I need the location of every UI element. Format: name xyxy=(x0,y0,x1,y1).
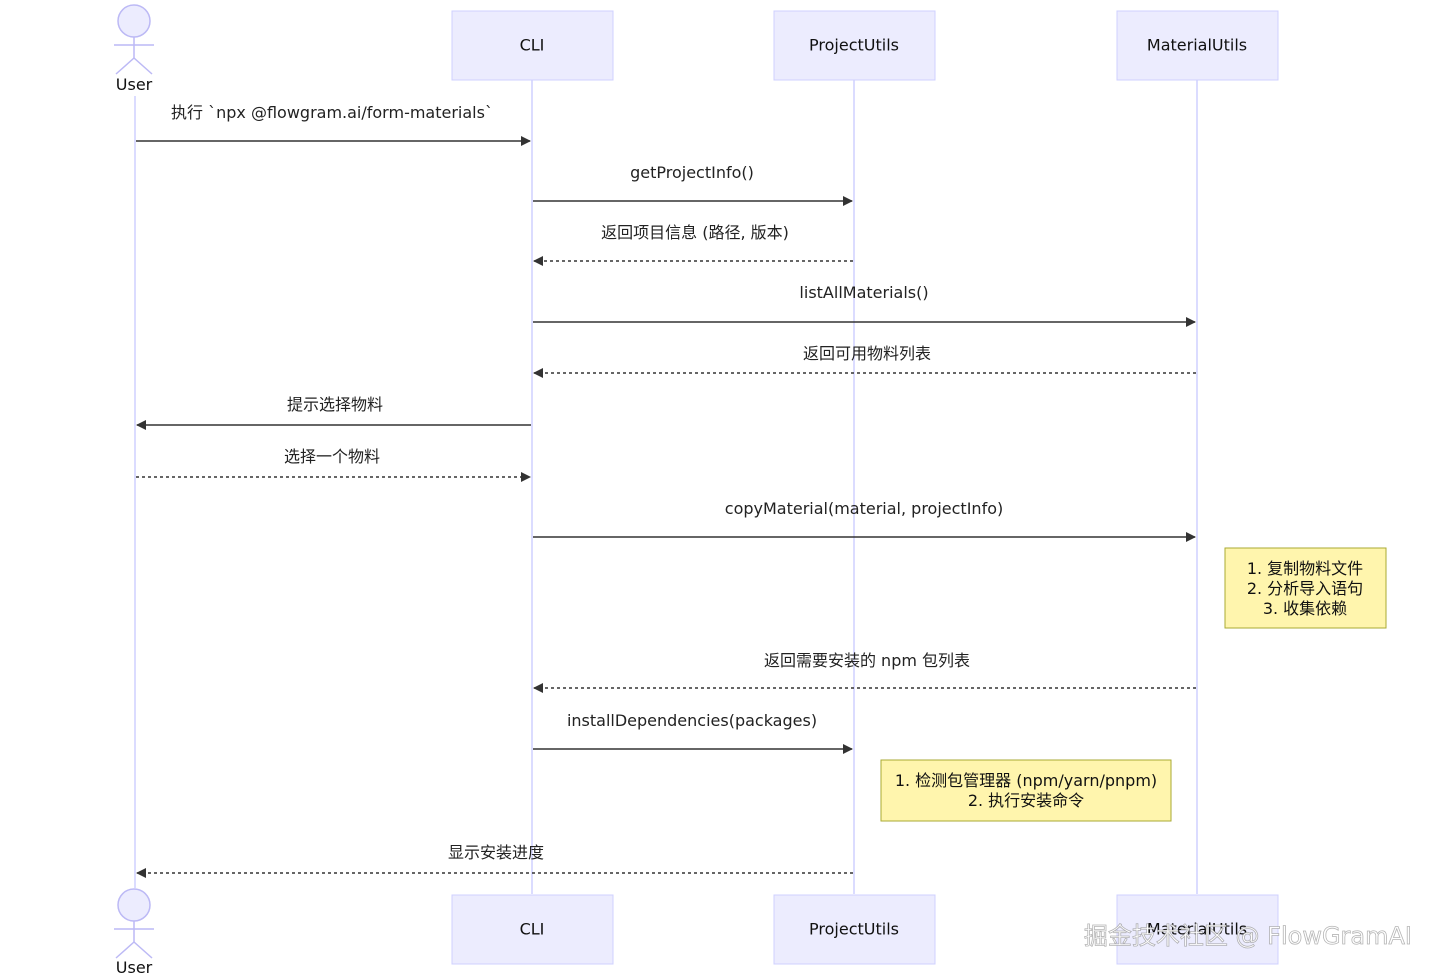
message-label: 选择一个物料 xyxy=(284,447,380,466)
message-label: 显示安装进度 xyxy=(448,843,544,862)
actor-label: User xyxy=(116,958,153,976)
message-2: getProjectInfo() xyxy=(533,163,853,206)
note-box xyxy=(1224,547,1387,629)
message-7: 选择一个物料 xyxy=(136,447,531,482)
actor-user-top: User xyxy=(114,4,154,94)
participant-box xyxy=(773,894,936,965)
note-materialutils: 1. 复制物料文件 2. 分析导入语句 3. 收集依赖 xyxy=(1224,547,1387,629)
note-line: 3. 收集依赖 xyxy=(1263,599,1347,618)
participant-label: MaterialUtils xyxy=(1147,920,1247,939)
participant-label: MaterialUtils xyxy=(1147,36,1247,55)
participant-cli-top: CLI xyxy=(451,10,614,81)
message-label: installDependencies(packages) xyxy=(567,711,817,730)
message-3: 返回项目信息 (路径, 版本) xyxy=(533,223,853,266)
message-label: 提示选择物料 xyxy=(287,395,383,414)
message-1: 执行 `npx @flowgram.ai/form-materials` xyxy=(136,103,531,146)
participant-materialutils-bottom: MaterialUtils xyxy=(1116,894,1279,965)
note-box xyxy=(880,759,1172,822)
actor-user-bottom: User xyxy=(114,888,154,976)
message-5: 返回可用物料列表 xyxy=(533,344,1196,378)
note-projectutils: 1. 检测包管理器 (npm/yarn/pnpm) 2. 执行安装命令 xyxy=(880,759,1172,822)
actor-leg-icon xyxy=(115,941,135,959)
participant-materialutils-top: MaterialUtils xyxy=(1116,10,1279,81)
note-line: 1. 复制物料文件 xyxy=(1247,559,1363,578)
message-10: installDependencies(packages) xyxy=(533,711,853,754)
message-label: 返回可用物料列表 xyxy=(803,344,931,363)
watermark: 掘金技术社区 @ FlowGramAI xyxy=(1084,922,1412,950)
message-label: getProjectInfo() xyxy=(630,163,754,182)
actor-leg-icon xyxy=(115,57,135,75)
note-line: 2. 分析导入语句 xyxy=(1247,579,1363,598)
actor-label: User xyxy=(116,75,153,94)
participant-box xyxy=(1116,10,1279,81)
message-8: copyMaterial(material, projectInfo) xyxy=(533,499,1196,542)
message-6: 提示选择物料 xyxy=(136,395,531,430)
participant-box xyxy=(451,10,614,81)
participant-box xyxy=(773,10,936,81)
participant-projectutils-top: ProjectUtils xyxy=(773,10,936,81)
message-11: 显示安装进度 xyxy=(136,843,853,878)
message-label: copyMaterial(material, projectInfo) xyxy=(725,499,1003,518)
participant-label: CLI xyxy=(520,920,545,939)
participant-label: CLI xyxy=(520,36,545,55)
note-line: 1. 检测包管理器 (npm/yarn/pnpm) xyxy=(895,771,1157,790)
message-label: 返回项目信息 (路径, 版本) xyxy=(601,223,789,242)
participant-projectutils-bottom: ProjectUtils xyxy=(773,894,936,965)
message-4: listAllMaterials() xyxy=(533,283,1196,327)
note-line: 2. 执行安装命令 xyxy=(968,791,1084,810)
participant-label: ProjectUtils xyxy=(809,920,899,939)
actor-leg-icon xyxy=(133,941,153,959)
message-9: 返回需要安装的 npm 包列表 xyxy=(533,651,1196,693)
participant-box xyxy=(1116,894,1279,965)
participant-cli-bottom: CLI xyxy=(451,894,614,965)
actor-leg-icon xyxy=(133,57,153,75)
message-label: 执行 `npx @flowgram.ai/form-materials` xyxy=(171,103,493,122)
message-label: listAllMaterials() xyxy=(799,283,928,302)
participant-box xyxy=(451,894,614,965)
actor-head-icon xyxy=(117,4,151,38)
actor-head-icon xyxy=(117,888,151,922)
message-label: 返回需要安装的 npm 包列表 xyxy=(764,651,970,670)
participant-label: ProjectUtils xyxy=(809,36,899,55)
